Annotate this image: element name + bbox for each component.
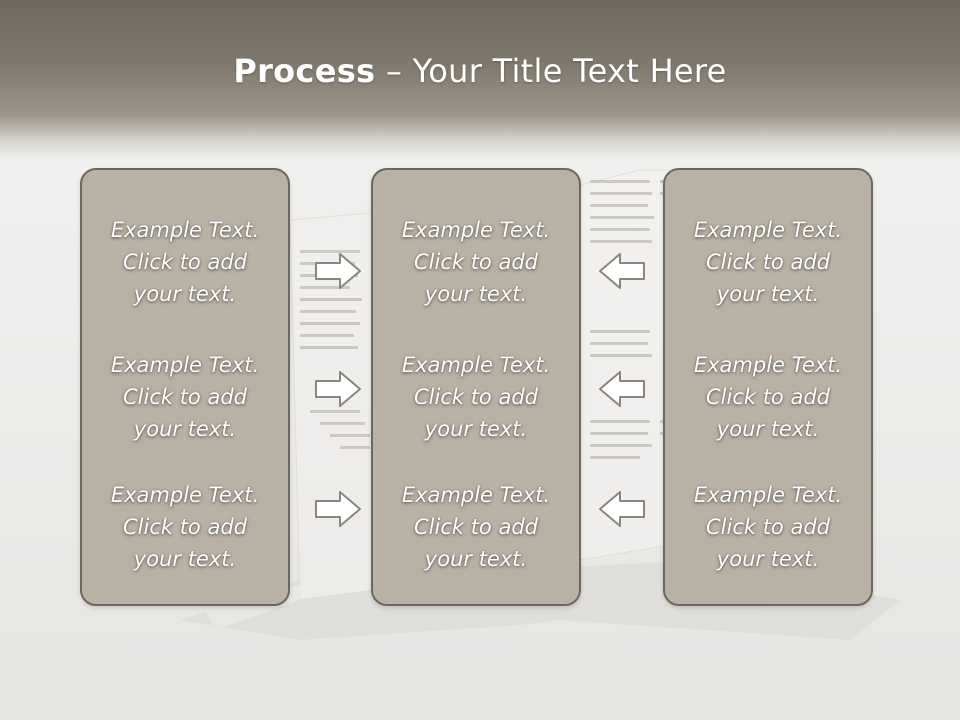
text-line: Click to add <box>413 515 538 539</box>
arrow-right-icon <box>315 491 361 527</box>
text-line: Example Text. <box>693 483 843 507</box>
panel-text-block[interactable]: Example Text. Click to add your text. <box>82 214 288 310</box>
text-line: Click to add <box>705 515 830 539</box>
text-line: Click to add <box>705 250 830 274</box>
process-panel-right[interactable]: Example Text. Click to add your text. Ex… <box>663 168 873 606</box>
text-line: your text. <box>716 547 820 571</box>
process-panel-center[interactable]: Example Text. Click to add your text. Ex… <box>371 168 581 606</box>
text-line: your text. <box>716 282 820 306</box>
panel-text-block[interactable]: Example Text. Click to add your text. <box>665 479 871 575</box>
text-line: Click to add <box>122 250 247 274</box>
slide-title[interactable]: Process – Your Title Text Here <box>0 52 960 90</box>
arrow-left-icon <box>599 491 645 527</box>
arrow-left-icon <box>599 371 645 407</box>
title-band <box>0 0 960 160</box>
panel-text-block[interactable]: Example Text. Click to add your text. <box>373 349 579 445</box>
text-line: Example Text. <box>110 353 260 377</box>
text-line: your text. <box>133 417 237 441</box>
text-line: Example Text. <box>110 218 260 242</box>
panel-text-block[interactable]: Example Text. Click to add your text. <box>82 479 288 575</box>
panel-text-block[interactable]: Example Text. Click to add your text. <box>665 214 871 310</box>
text-line: Click to add <box>413 250 538 274</box>
text-line: Example Text. <box>693 218 843 242</box>
title-bold: Process <box>233 52 376 90</box>
text-line: Click to add <box>122 385 247 409</box>
text-line: Example Text. <box>110 483 260 507</box>
text-line: Click to add <box>413 385 538 409</box>
title-rest: – Your Title Text Here <box>375 52 727 90</box>
text-line: Click to add <box>705 385 830 409</box>
arrow-right-icon <box>315 253 361 289</box>
text-line: Example Text. <box>401 218 551 242</box>
text-line: Click to add <box>122 515 247 539</box>
text-line: Example Text. <box>401 483 551 507</box>
panel-text-block[interactable]: Example Text. Click to add your text. <box>373 214 579 310</box>
process-panel-left[interactable]: Example Text. Click to add your text. Ex… <box>80 168 290 606</box>
text-line: your text. <box>424 282 528 306</box>
text-line: Example Text. <box>693 353 843 377</box>
text-line: your text. <box>133 547 237 571</box>
text-line: your text. <box>424 417 528 441</box>
panel-text-block[interactable]: Example Text. Click to add your text. <box>373 479 579 575</box>
text-line: Example Text. <box>401 353 551 377</box>
text-line: your text. <box>716 417 820 441</box>
panel-text-block[interactable]: Example Text. Click to add your text. <box>665 349 871 445</box>
text-line: your text. <box>424 547 528 571</box>
arrow-right-icon <box>315 371 361 407</box>
panel-text-block[interactable]: Example Text. Click to add your text. <box>82 349 288 445</box>
arrow-left-icon <box>599 253 645 289</box>
text-line: your text. <box>133 282 237 306</box>
